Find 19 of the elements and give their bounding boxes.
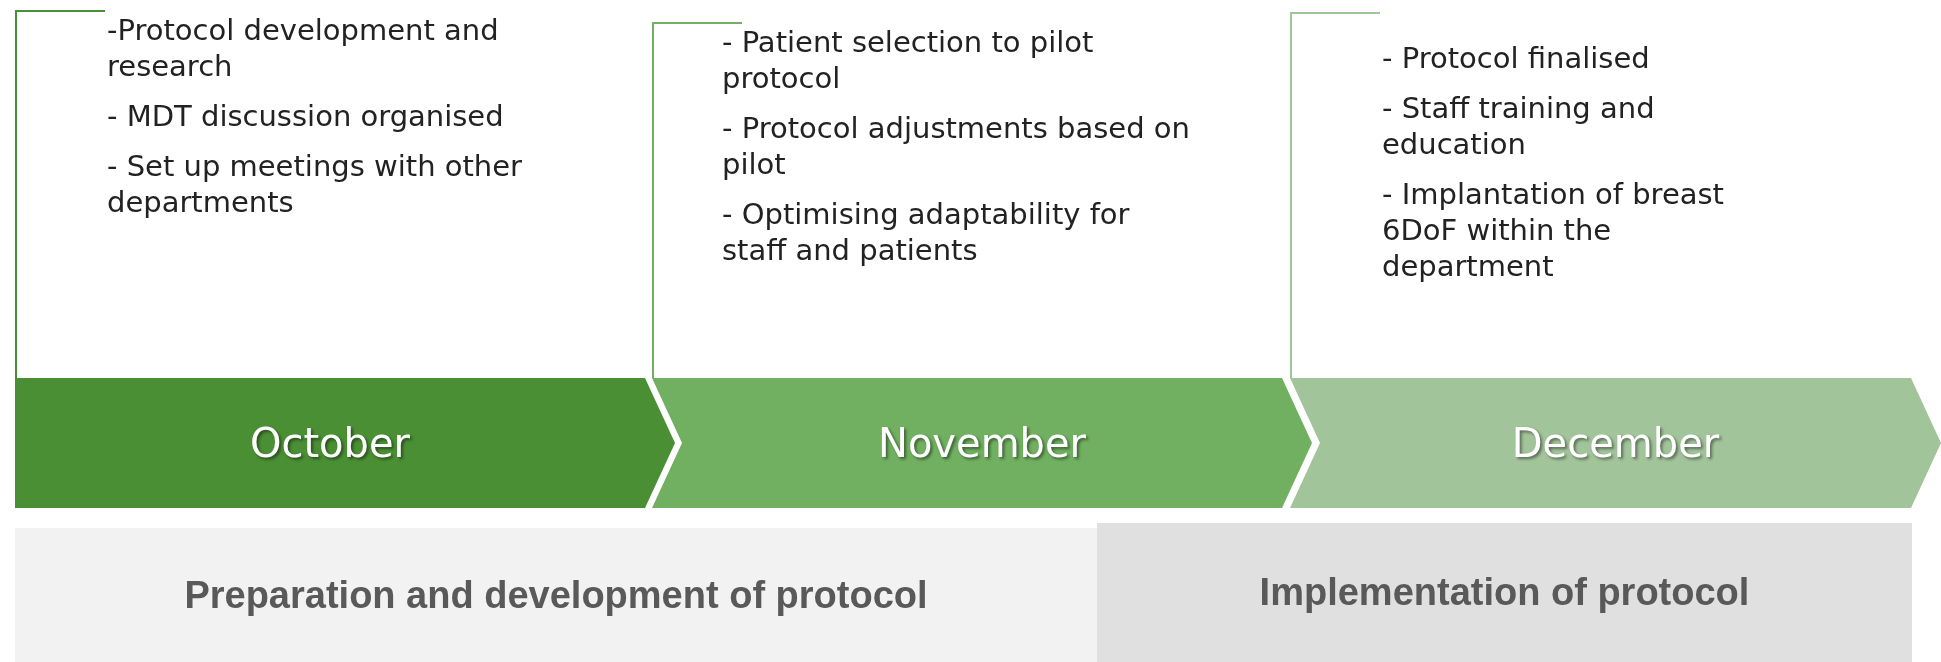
bullet-text: - Protocol finalised — [1382, 40, 1651, 76]
month-label: November — [876, 419, 1088, 468]
timeline-segment — [1290, 378, 1941, 508]
phase-label: Preparation and development of protocol — [183, 572, 929, 618]
bullet-text: - Patient selection to pilot protocol — [722, 24, 1095, 96]
bullet-text: - MDT discussion organised — [107, 98, 505, 134]
bullet-text: -Protocol development and research — [107, 12, 500, 84]
timeline-segment — [652, 378, 1312, 508]
phase-label: Implementation of protocol — [1258, 570, 1751, 615]
bullet-text: - Protocol adjustments based on pilot — [722, 110, 1191, 182]
bullet-text: - Set up meetings with other departments — [107, 148, 523, 220]
month-label: December — [1510, 419, 1721, 468]
bullet-text: - Implantation of breast 6DoF within the department — [1382, 176, 1725, 284]
phase-band — [1097, 523, 1912, 662]
bullet-text: - Optimising adaptability for staff and patients — [722, 196, 1131, 268]
bullet-text: - Staff training and education — [1382, 90, 1656, 162]
timeline-segment — [15, 378, 675, 508]
month-label: October — [248, 419, 412, 468]
phase-band — [15, 528, 1097, 662]
